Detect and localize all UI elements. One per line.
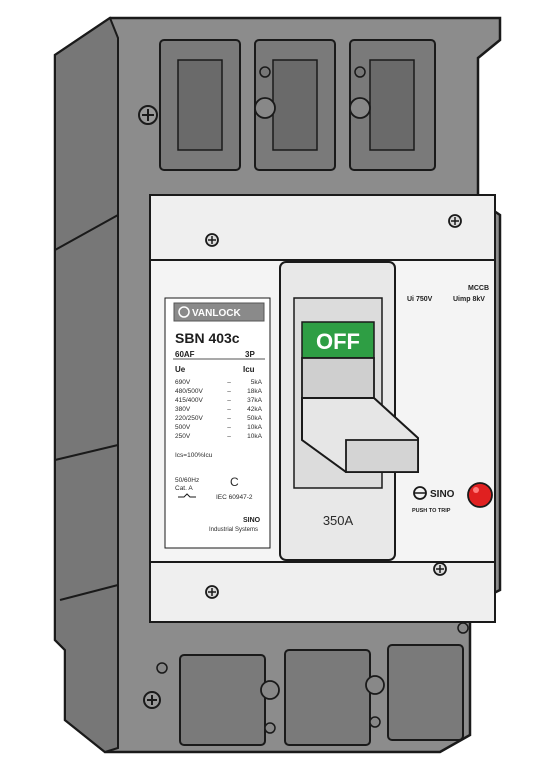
row-voltage: 380V: [175, 406, 191, 413]
row-current: 42kA: [247, 406, 262, 413]
standard: IEC 60947-2: [216, 494, 253, 501]
uimp-rating: Uimp 8kV: [453, 296, 485, 303]
row-dash: –: [227, 406, 231, 413]
current-rating: 350A: [323, 513, 354, 528]
row-voltage: 415/400V: [175, 397, 203, 404]
toggle-handle[interactable]: [301, 357, 419, 473]
row-current: 18kA: [247, 388, 262, 395]
model-number: SBN 403c: [175, 330, 240, 346]
top-terminals: [159, 39, 436, 171]
bottom-screw-icon: [143, 691, 161, 709]
row-dash: –: [227, 415, 231, 422]
row-voltage: 480/500V: [175, 388, 203, 395]
row-current: 50kA: [247, 415, 262, 422]
state-label: OFF: [316, 329, 360, 354]
ics-rating: Ics=100%Icu: [175, 452, 213, 459]
off-indicator: OFF: [301, 321, 375, 359]
trip-button[interactable]: [467, 482, 493, 508]
corner-screw-icon: [138, 105, 158, 125]
vanlock-logo: VANLOCK: [173, 302, 265, 322]
upper-cover: [149, 194, 496, 261]
poles: 3P: [245, 350, 255, 359]
brand-logo-text: VANLOCK: [192, 308, 241, 319]
row-dash: –: [227, 424, 231, 431]
row-current: 5kA: [251, 379, 263, 386]
ce-mark: C: [230, 475, 239, 489]
row-voltage: 690V: [175, 379, 191, 386]
bottom-terminals: [156, 622, 469, 746]
row-current: 10kA: [247, 424, 262, 431]
frequency: 50/60Hz: [175, 477, 199, 484]
sino-logo: SINO: [413, 486, 455, 500]
lower-cover: [149, 561, 496, 623]
row-current: 37kA: [247, 397, 262, 404]
row-dash: –: [227, 379, 231, 386]
type-label: MCCB: [468, 285, 489, 292]
row-voltage: 500V: [175, 424, 191, 431]
sino-logo-text: SINO: [430, 489, 455, 500]
col-icu: Icu: [243, 365, 255, 374]
frame-rating: 60AF: [175, 350, 195, 359]
col-ue: Ue: [175, 365, 186, 374]
trip-symbol-icon: [178, 493, 196, 498]
category: Cat. A: [175, 485, 193, 492]
row-voltage: 250V: [175, 433, 191, 440]
rating-table: 690V – 5kA 480/500V – 18kA 415/400V – 37kA 380V – 4…: [175, 379, 263, 440]
row-dash: –: [227, 433, 231, 440]
row-dash: –: [227, 388, 231, 395]
row-voltage: 220/250V: [175, 415, 203, 422]
maker-short: SINO: [243, 517, 261, 524]
push-to-trip-label: PUSH TO TRIP: [412, 508, 451, 514]
row-dash: –: [227, 397, 231, 404]
ui-rating: Ui 750V: [407, 296, 433, 303]
maker-full: Industrial Systems: [209, 527, 258, 533]
row-current: 10kA: [247, 433, 262, 440]
